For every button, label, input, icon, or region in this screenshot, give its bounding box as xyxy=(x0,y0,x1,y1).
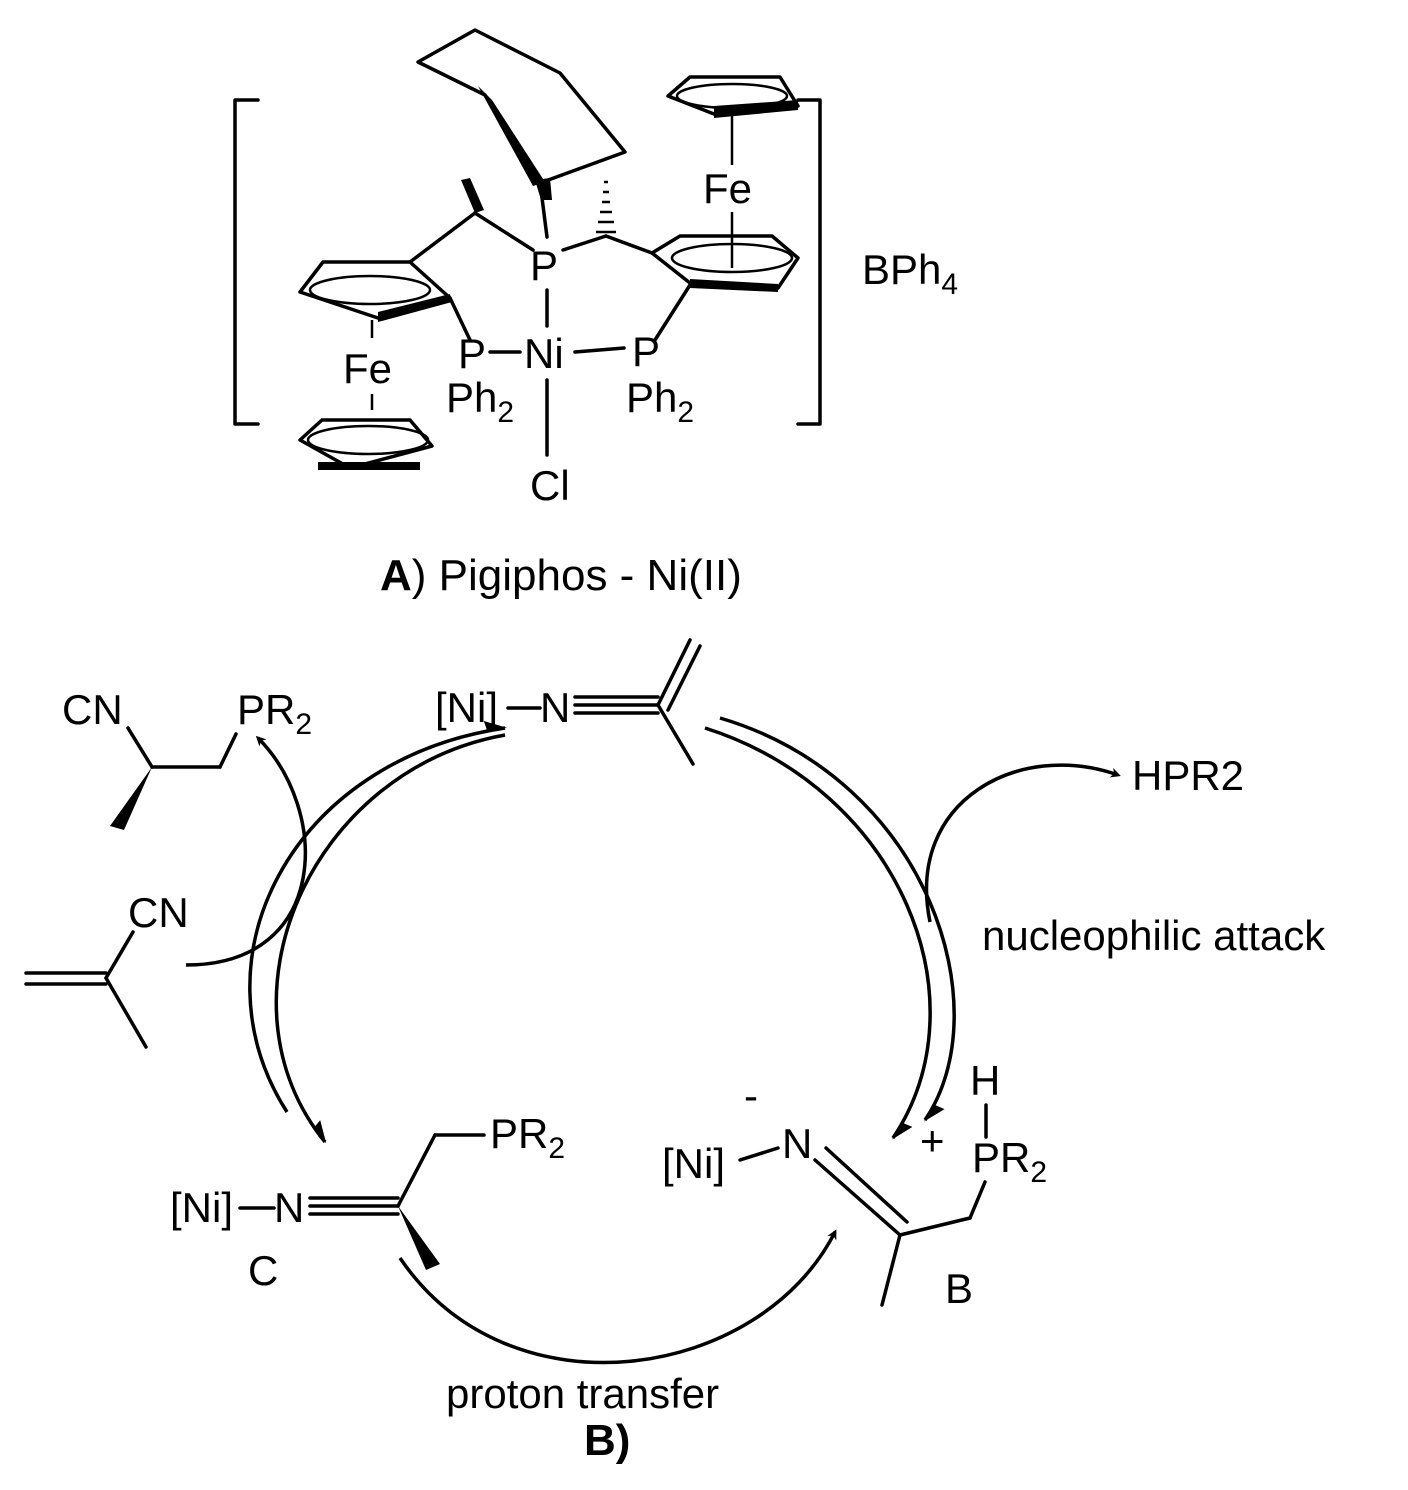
right-ph2: Ph2 xyxy=(626,374,694,429)
substrate-methacrylonitrile: CN xyxy=(24,889,189,1049)
left-forward-arrow xyxy=(274,733,506,1144)
product-phosphine-nitrile: CN PR2 xyxy=(62,686,312,830)
left-bracket xyxy=(233,98,260,426)
b-plus: + xyxy=(920,1117,945,1164)
left-methyl-wedge xyxy=(461,178,484,213)
c-pr2: PR2 xyxy=(490,1110,565,1165)
c-label: C xyxy=(248,1247,278,1294)
top-ni-label: [Ni] xyxy=(435,684,498,731)
hpr2-arrow xyxy=(924,763,1121,923)
substrate-cn: CN xyxy=(128,889,189,936)
counter-ion: BPh4 xyxy=(862,246,958,301)
intermediate-b: [Ni] - N + H PR2 B xyxy=(662,1057,1047,1312)
left-ph2: Ph2 xyxy=(446,374,514,429)
b-n-label: N xyxy=(782,1120,812,1167)
left-reverse-arrow xyxy=(248,721,507,1113)
hpr2-label: HPR2 xyxy=(1132,752,1244,799)
right-forward-arrow-2 xyxy=(719,716,956,1122)
right-phosphorus: P xyxy=(632,328,660,375)
right-forward-arrow-1 xyxy=(704,726,932,1140)
b-minus: - xyxy=(744,1072,758,1119)
c-ni-label: [Ni] xyxy=(170,1184,233,1231)
iron-top-label: Fe xyxy=(703,165,752,212)
caption-b: B) xyxy=(584,1416,630,1465)
top-right-ferrocene: Fe xyxy=(650,75,800,292)
left-phosphorus: P xyxy=(458,330,486,377)
nucleophilic-attack-label: nucleophilic attack xyxy=(982,912,1326,959)
b-ni-label: [Ni] xyxy=(662,1140,725,1187)
iron-bottom-label: Fe xyxy=(343,345,392,392)
central-phosphorus: P xyxy=(530,242,558,289)
nickel-center: Ni xyxy=(524,330,564,377)
intermediate-c: [Ni] N PR2 C xyxy=(170,1110,565,1294)
b-label: B xyxy=(945,1265,973,1312)
pigiphos-nickel-complex: Fe Fe xyxy=(233,28,958,600)
bottom-left-ferrocene: Fe xyxy=(298,260,452,470)
proton-transfer-label: proton transfer xyxy=(446,1370,719,1417)
b-h-label: H xyxy=(970,1057,1000,1104)
c-n-label: N xyxy=(274,1184,304,1231)
top-n-label: N xyxy=(540,684,570,731)
substrate-to-product-arrow xyxy=(185,735,307,967)
right-methyl-hash xyxy=(596,180,616,234)
b-pr2: PR2 xyxy=(972,1134,1047,1189)
product-pr2: PR2 xyxy=(237,686,312,741)
right-bracket xyxy=(796,98,822,426)
catalytic-cycle: [Ni] N CN PR2 CN xyxy=(24,638,1326,1465)
proton-transfer-arrow xyxy=(398,1229,837,1365)
top-nitrile-complex: [Ni] N xyxy=(435,638,702,766)
cyclohexyl-wedge xyxy=(478,86,545,186)
product-cn: CN xyxy=(62,686,123,733)
chloride-ligand: Cl xyxy=(530,462,570,509)
caption-a: A) Pigiphos - Ni(II) xyxy=(380,551,742,600)
